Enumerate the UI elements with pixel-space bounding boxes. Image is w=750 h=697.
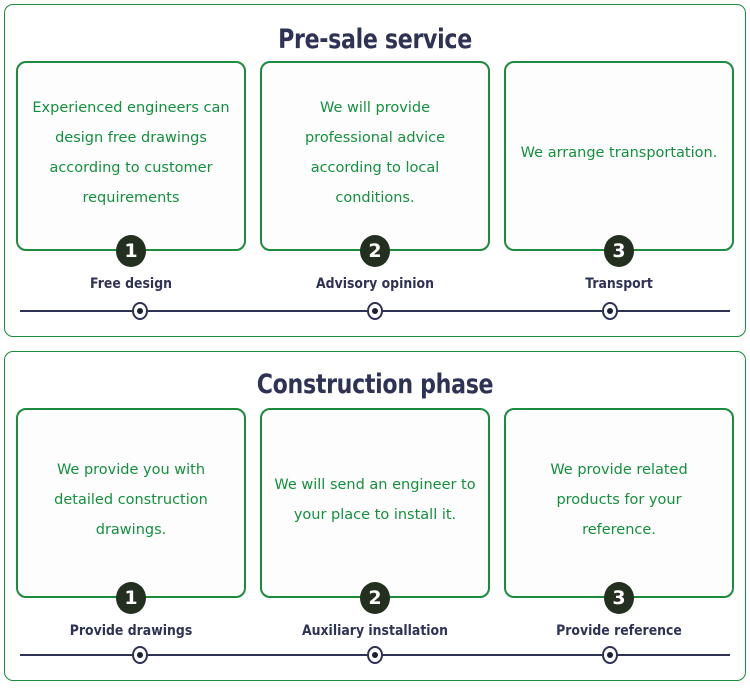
timeline-construction — [20, 644, 730, 666]
section-panel-construction-phase: Construction phase We provide you with d… — [4, 351, 746, 681]
step-card-row-construction: We provide you with detailed constructio… — [16, 408, 734, 639]
timeline-dot-6 — [602, 646, 618, 664]
timeline-dot-4 — [131, 646, 148, 664]
step-label-6: Provide reference — [556, 623, 682, 639]
step-label-2: Advisory opinion — [316, 276, 434, 292]
step-number-badge-1: 1 — [116, 235, 146, 267]
step-number-badge-6: 3 — [604, 582, 634, 614]
section-panel-pre-sale-service: Pre-sale service Experienced engineers c… — [4, 4, 746, 337]
step-card-4: We provide you with detailed constructio… — [16, 408, 246, 598]
timeline-dot-3 — [602, 302, 618, 320]
section-title-pre-sale-service: Pre-sale service — [278, 24, 472, 55]
step-card-text-5: We will send an engineer to your place t… — [274, 477, 476, 523]
step-number-badge-2: 2 — [360, 235, 390, 267]
step-card-text-3: We arrange transportation. — [520, 145, 718, 161]
step-column-4: We provide you with detailed constructio… — [16, 408, 246, 639]
timeline-dot-2 — [367, 302, 383, 320]
timeline-dot-1 — [131, 302, 148, 320]
step-number-badge-4: 1 — [116, 582, 146, 614]
step-card-1: Experienced engineers can design free dr… — [16, 61, 246, 251]
step-column-6: We provide related products for your ref… — [504, 408, 734, 639]
step-column-3: We arrange transportation. 3 Transport — [504, 61, 734, 292]
step-column-1: Experienced engineers can design free dr… — [16, 61, 246, 292]
step-column-2: We will provide professional advice acco… — [260, 61, 490, 292]
step-column-5: We will send an engineer to your place t… — [260, 408, 490, 639]
step-card-6: We provide related products for your ref… — [504, 408, 734, 598]
step-label-5: Auxiliary installation — [301, 623, 449, 639]
section-title-construction-phase: Construction phase — [256, 369, 494, 400]
step-label-4: Provide drawings — [69, 623, 193, 639]
timeline-dot-5 — [367, 646, 383, 664]
step-card-row-pre-sale: Experienced engineers can design free dr… — [16, 61, 734, 292]
timeline-pre-sale — [20, 300, 730, 322]
step-number-badge-3: 3 — [604, 235, 634, 267]
step-card-2: We will provide professional advice acco… — [260, 61, 490, 251]
step-card-5: We will send an engineer to your place t… — [260, 408, 490, 598]
step-card-text-6: We provide related products for your ref… — [550, 462, 688, 538]
step-label-3: Transport — [585, 276, 653, 292]
step-card-3: We arrange transportation. — [504, 61, 734, 251]
step-number-badge-5: 2 — [360, 582, 390, 614]
step-card-text-4: We provide you with detailed constructio… — [54, 462, 208, 538]
step-card-text-1: Experienced engineers can design free dr… — [32, 100, 230, 206]
step-card-text-2: We will provide professional advice acco… — [304, 100, 446, 206]
step-label-1: Free design — [89, 276, 173, 292]
